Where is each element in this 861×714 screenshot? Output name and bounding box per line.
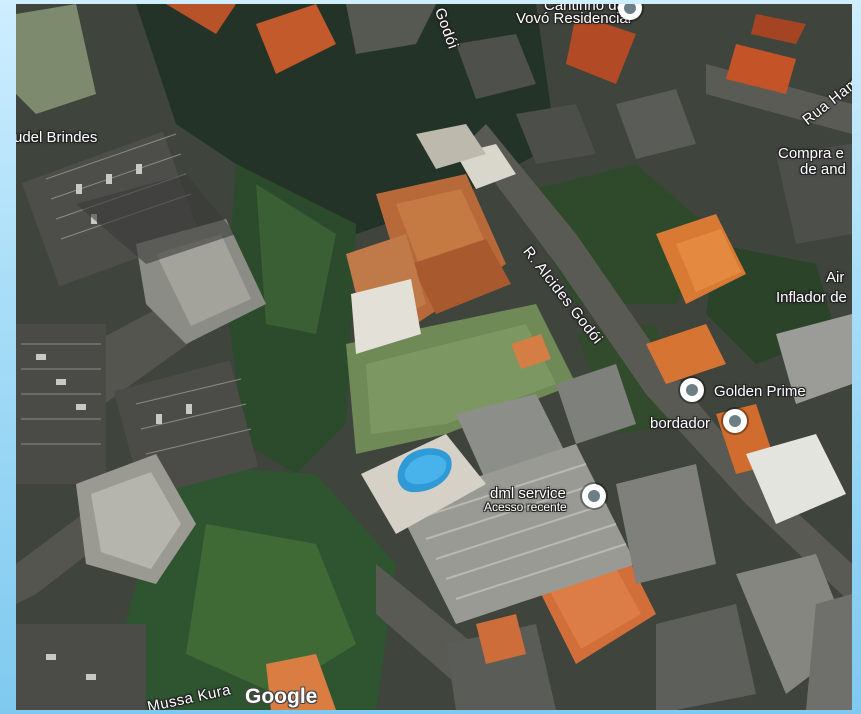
label-cantinho-da: Cantinho da — [544, 4, 625, 14]
place-pin-golden-prime[interactable] — [680, 378, 704, 402]
place-pin-residencial[interactable] — [618, 4, 642, 20]
label-de-and: de and — [800, 161, 846, 178]
label-dml-service: dml service — [490, 485, 566, 502]
satellite-imagery — [16, 4, 852, 710]
satellite-map[interactable]: Cantinho da Vovó Residencial Godói Rua H… — [16, 4, 852, 710]
place-pin-dml-service[interactable] — [582, 484, 606, 508]
label-compra-e: Compra e — [778, 145, 844, 162]
label-acesso-recente: Acesso recente — [484, 500, 567, 514]
google-logo: Google — [245, 685, 318, 708]
label-brindes: udel Brindes — [16, 129, 98, 146]
label-air: Air — [826, 269, 845, 286]
place-pin-bordador[interactable] — [723, 409, 747, 433]
label-golden-prime: Golden Prime — [714, 383, 806, 400]
label-vovo-residencial: Vovó Residencial — [516, 10, 632, 27]
label-inflador: Inflador de — [776, 289, 847, 306]
label-bordador: bordador — [650, 415, 711, 432]
